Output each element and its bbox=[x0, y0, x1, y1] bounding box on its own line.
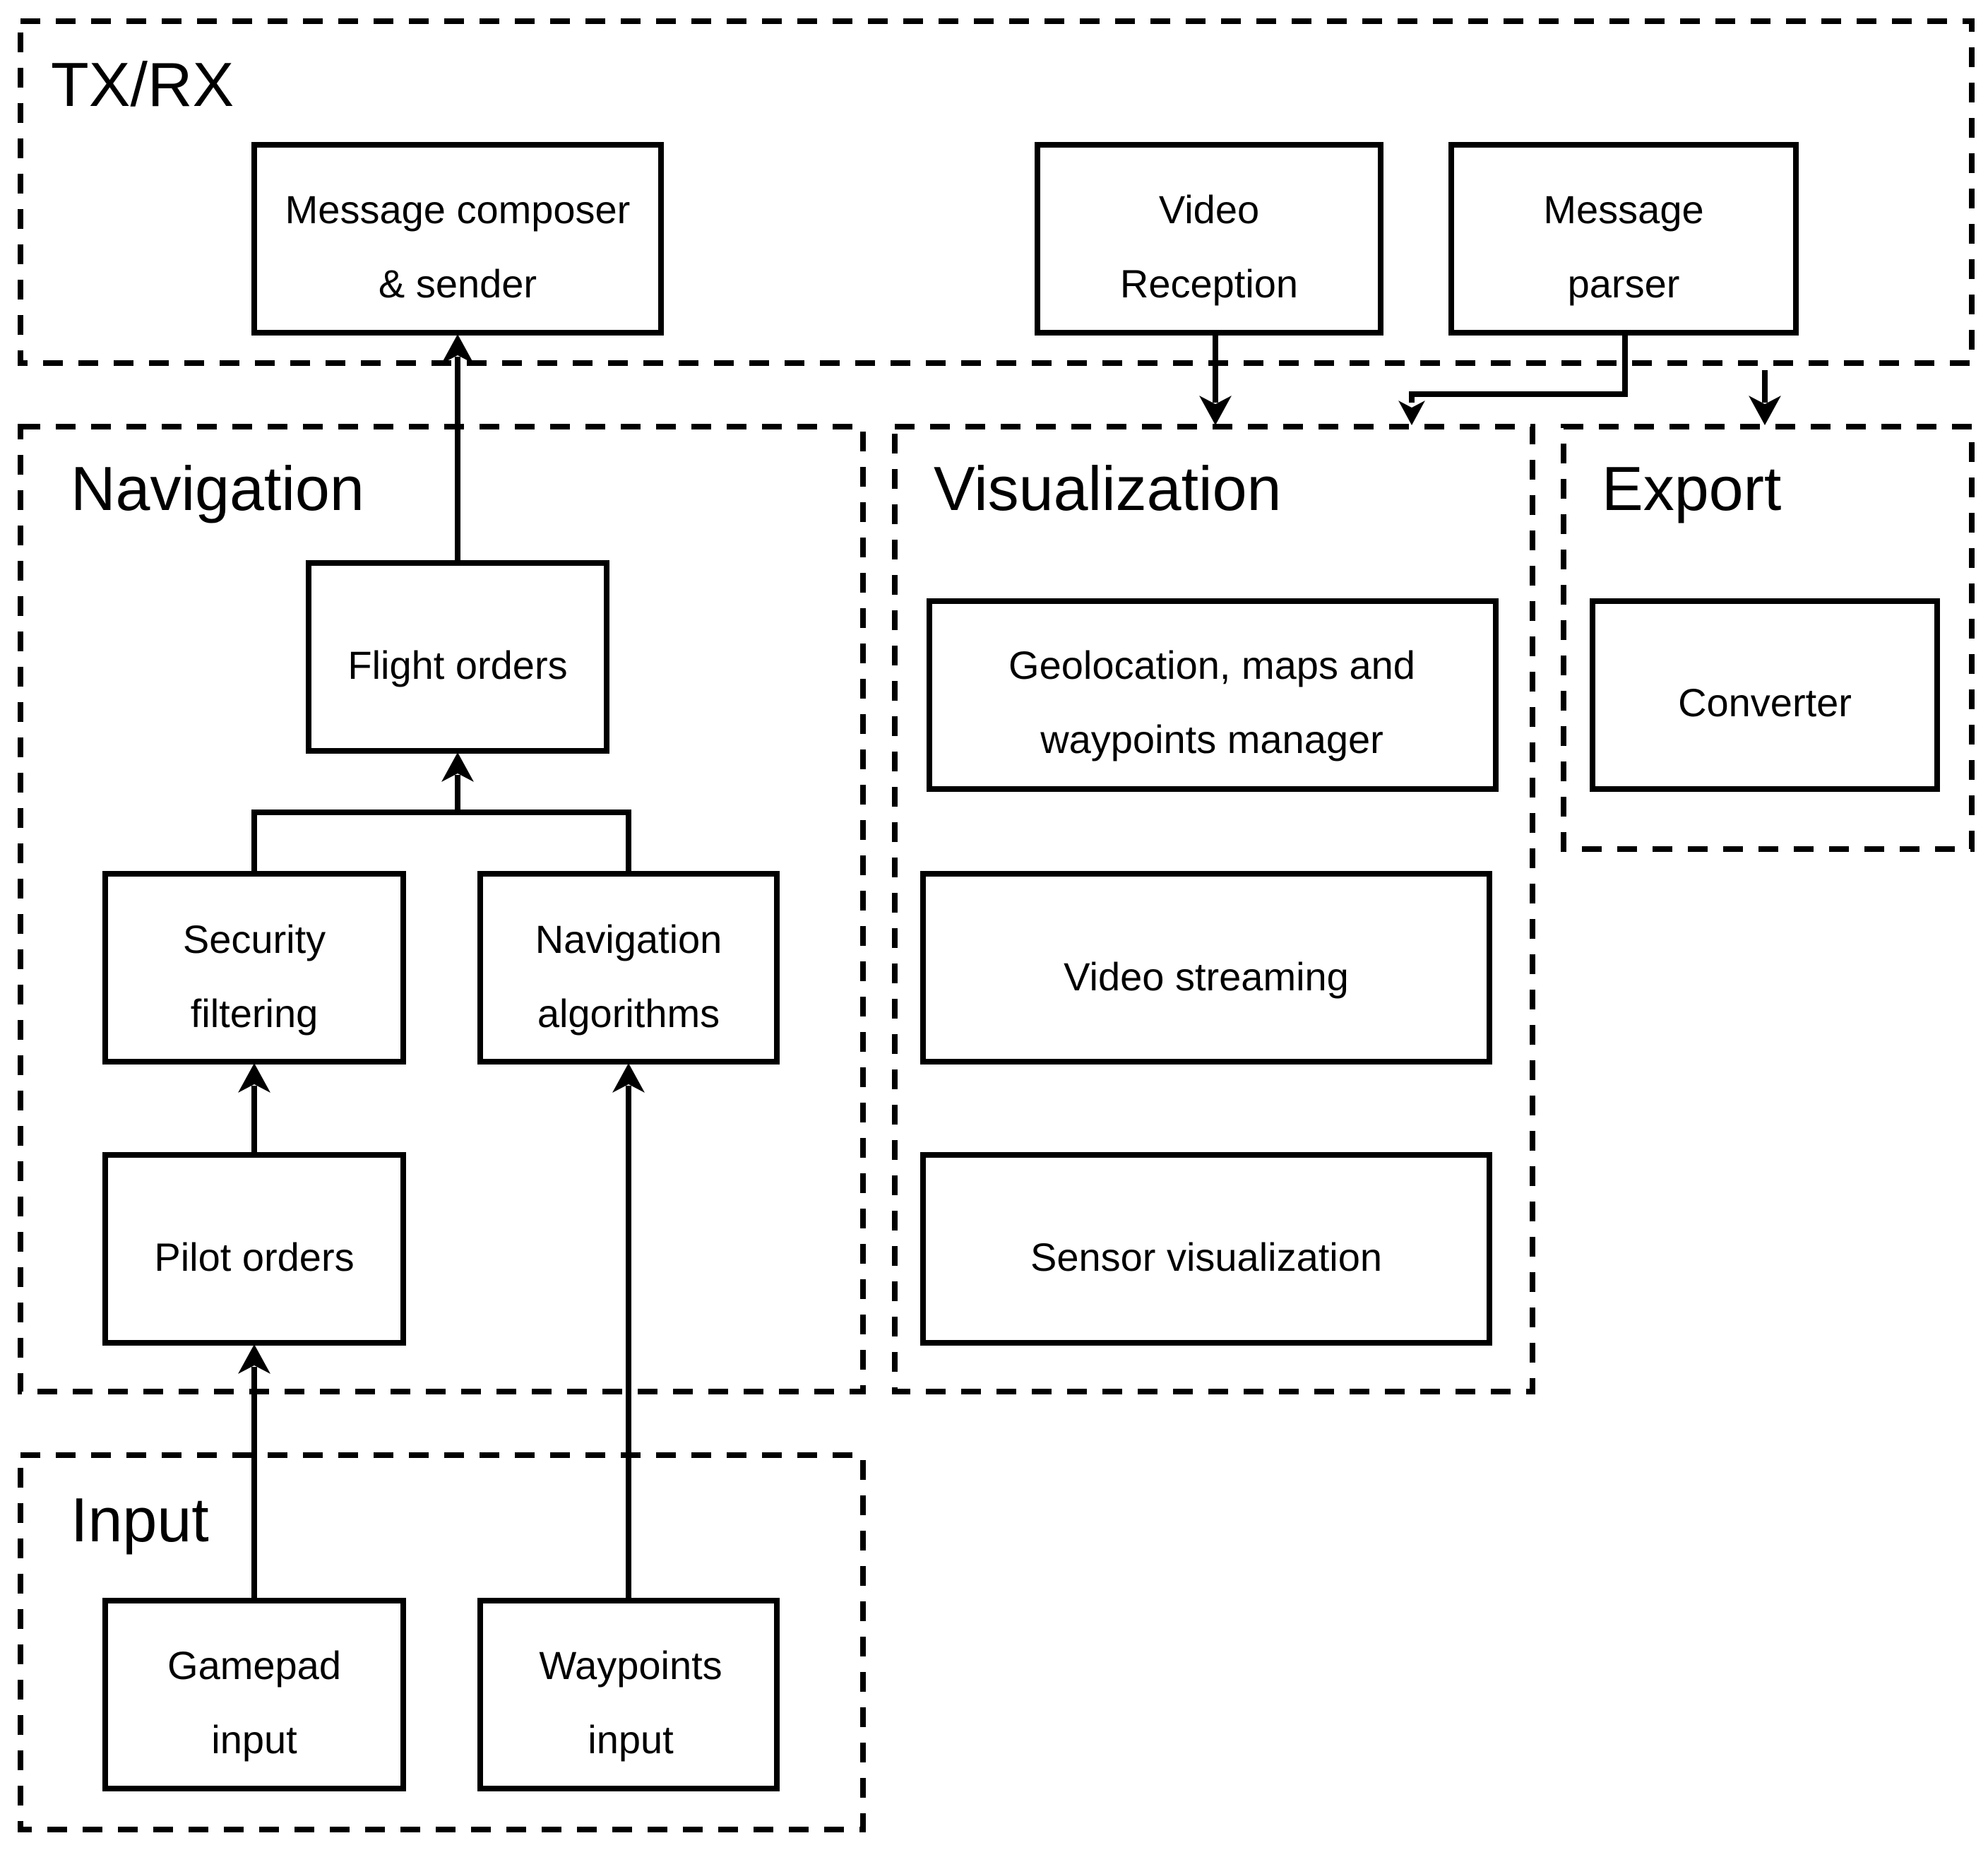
input-group-label: Input bbox=[71, 1485, 209, 1555]
flight-orders-box: Flight orders bbox=[306, 560, 609, 754]
arrow-video-reception-to-visualization bbox=[1199, 333, 1232, 425]
pilot-orders-box: Pilot orders bbox=[102, 1152, 406, 1346]
txrx-group-frame bbox=[18, 18, 1975, 366]
input-group-frame bbox=[18, 1452, 866, 1832]
geolocation-label-line2: waypoints manager bbox=[1040, 717, 1383, 761]
waypoints-input-label-line1: Waypoints bbox=[539, 1643, 722, 1688]
security-filtering-label-line2: filtering bbox=[191, 991, 319, 1036]
visualization-group-label: Visualization bbox=[934, 453, 1281, 523]
geolocation-label-line1: Geolocation, maps and bbox=[1008, 643, 1415, 687]
arrow-merge-to-flight-orders bbox=[251, 752, 631, 874]
gamepad-input-label-line2: input bbox=[211, 1717, 297, 1762]
message-composer-box: Message composer & sender bbox=[251, 142, 664, 336]
converter-label: Converter bbox=[1678, 680, 1852, 725]
waypoints-input-label-line2: input bbox=[588, 1717, 674, 1762]
gamepad-input-label-line1: Gamepad bbox=[167, 1643, 341, 1688]
arrow-pilot-orders-to-security bbox=[238, 1063, 270, 1155]
waypoints-input-box: Waypoints input bbox=[477, 1598, 780, 1791]
arrow-waypoints-to-navigation-algorithms bbox=[612, 1063, 645, 1601]
video-streaming-box: Video streaming bbox=[920, 871, 1492, 1065]
visualization-group-frame bbox=[892, 424, 1535, 1394]
geolocation-box: Geolocation, maps and waypoints manager bbox=[927, 598, 1499, 792]
sensor-visualization-label: Sensor visualization bbox=[1030, 1235, 1382, 1279]
navigation-group-frame bbox=[18, 424, 866, 1394]
pilot-orders-label: Pilot orders bbox=[154, 1235, 354, 1279]
security-filtering-box: Security filtering bbox=[102, 871, 406, 1065]
export-group-label: Export bbox=[1602, 453, 1781, 523]
arrow-gamepad-to-pilot-orders bbox=[238, 1344, 270, 1601]
video-reception-label-line2: Reception bbox=[1120, 261, 1298, 306]
navigation-algorithms-label-line2: algorithms bbox=[537, 991, 720, 1036]
message-parser-label-line1: Message bbox=[1543, 187, 1703, 232]
gamepad-input-box: Gamepad input bbox=[102, 1598, 406, 1791]
converter-box: Converter bbox=[1590, 598, 1940, 792]
message-composer-label-line1: Message composer bbox=[285, 187, 631, 232]
txrx-group-label: TX/RX bbox=[51, 49, 234, 119]
message-composer-label-line2: & sender bbox=[379, 261, 537, 306]
navigation-algorithms-label-line1: Navigation bbox=[535, 917, 722, 961]
navigation-group-label: Navigation bbox=[71, 453, 364, 523]
security-filtering-label-line1: Security bbox=[183, 917, 326, 961]
arrow-message-parser-to-visualization-and-export bbox=[1398, 333, 1781, 425]
export-group-frame bbox=[1561, 424, 1975, 852]
sensor-visualization-box: Sensor visualization bbox=[920, 1152, 1492, 1346]
video-reception-label-line1: Video bbox=[1159, 187, 1259, 232]
message-parser-box: Message parser bbox=[1448, 142, 1799, 336]
video-reception-box: Video Reception bbox=[1035, 142, 1383, 336]
message-parser-label-line2: parser bbox=[1568, 261, 1680, 306]
flight-orders-label: Flight orders bbox=[347, 643, 567, 687]
navigation-algorithms-box: Navigation algorithms bbox=[477, 871, 780, 1065]
video-streaming-label: Video streaming bbox=[1064, 954, 1349, 999]
arrow-flight-orders-to-message-composer bbox=[441, 334, 474, 563]
